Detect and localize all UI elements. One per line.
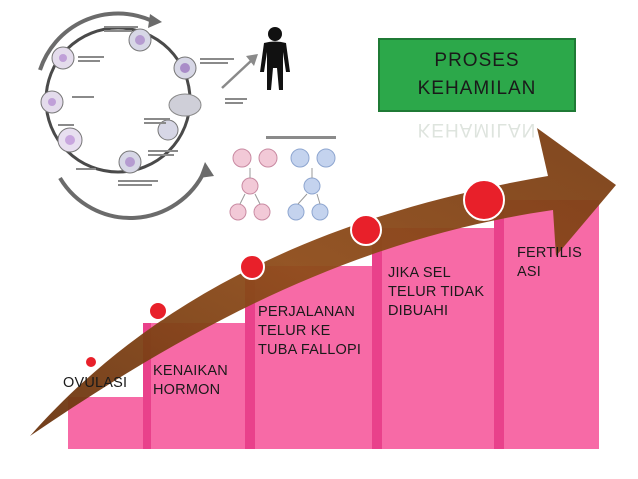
step-label-3: PERJALANAN TELUR KE TUBA FALLOPI <box>258 304 362 358</box>
step-label-2: KENAIKAN HORMON <box>153 363 228 398</box>
germ-cell-cycle-diagram <box>22 10 352 232</box>
step-bar-5 <box>494 200 599 449</box>
step-marker-5 <box>463 179 505 221</box>
title-box: PROSES KEHAMILAN <box>378 38 576 112</box>
page-title: PROSES KEHAMILAN <box>417 50 537 99</box>
step-marker-4 <box>350 214 382 246</box>
title-reflection: KEHAMILAN <box>417 119 537 140</box>
step-label-1: OVULASI <box>63 375 128 391</box>
step-marker-2 <box>148 301 168 321</box>
step-bars <box>68 200 599 449</box>
step-label-5: FERTILIS ASI <box>517 245 582 280</box>
step-marker-1 <box>84 355 98 369</box>
step-marker-3 <box>239 254 265 280</box>
step-bar-4 <box>372 228 512 449</box>
step-markers <box>84 179 505 369</box>
step-label-4: JIKA SEL TELUR TIDAK DIBUAHI <box>388 265 485 319</box>
human-silhouette-icon <box>260 27 290 90</box>
